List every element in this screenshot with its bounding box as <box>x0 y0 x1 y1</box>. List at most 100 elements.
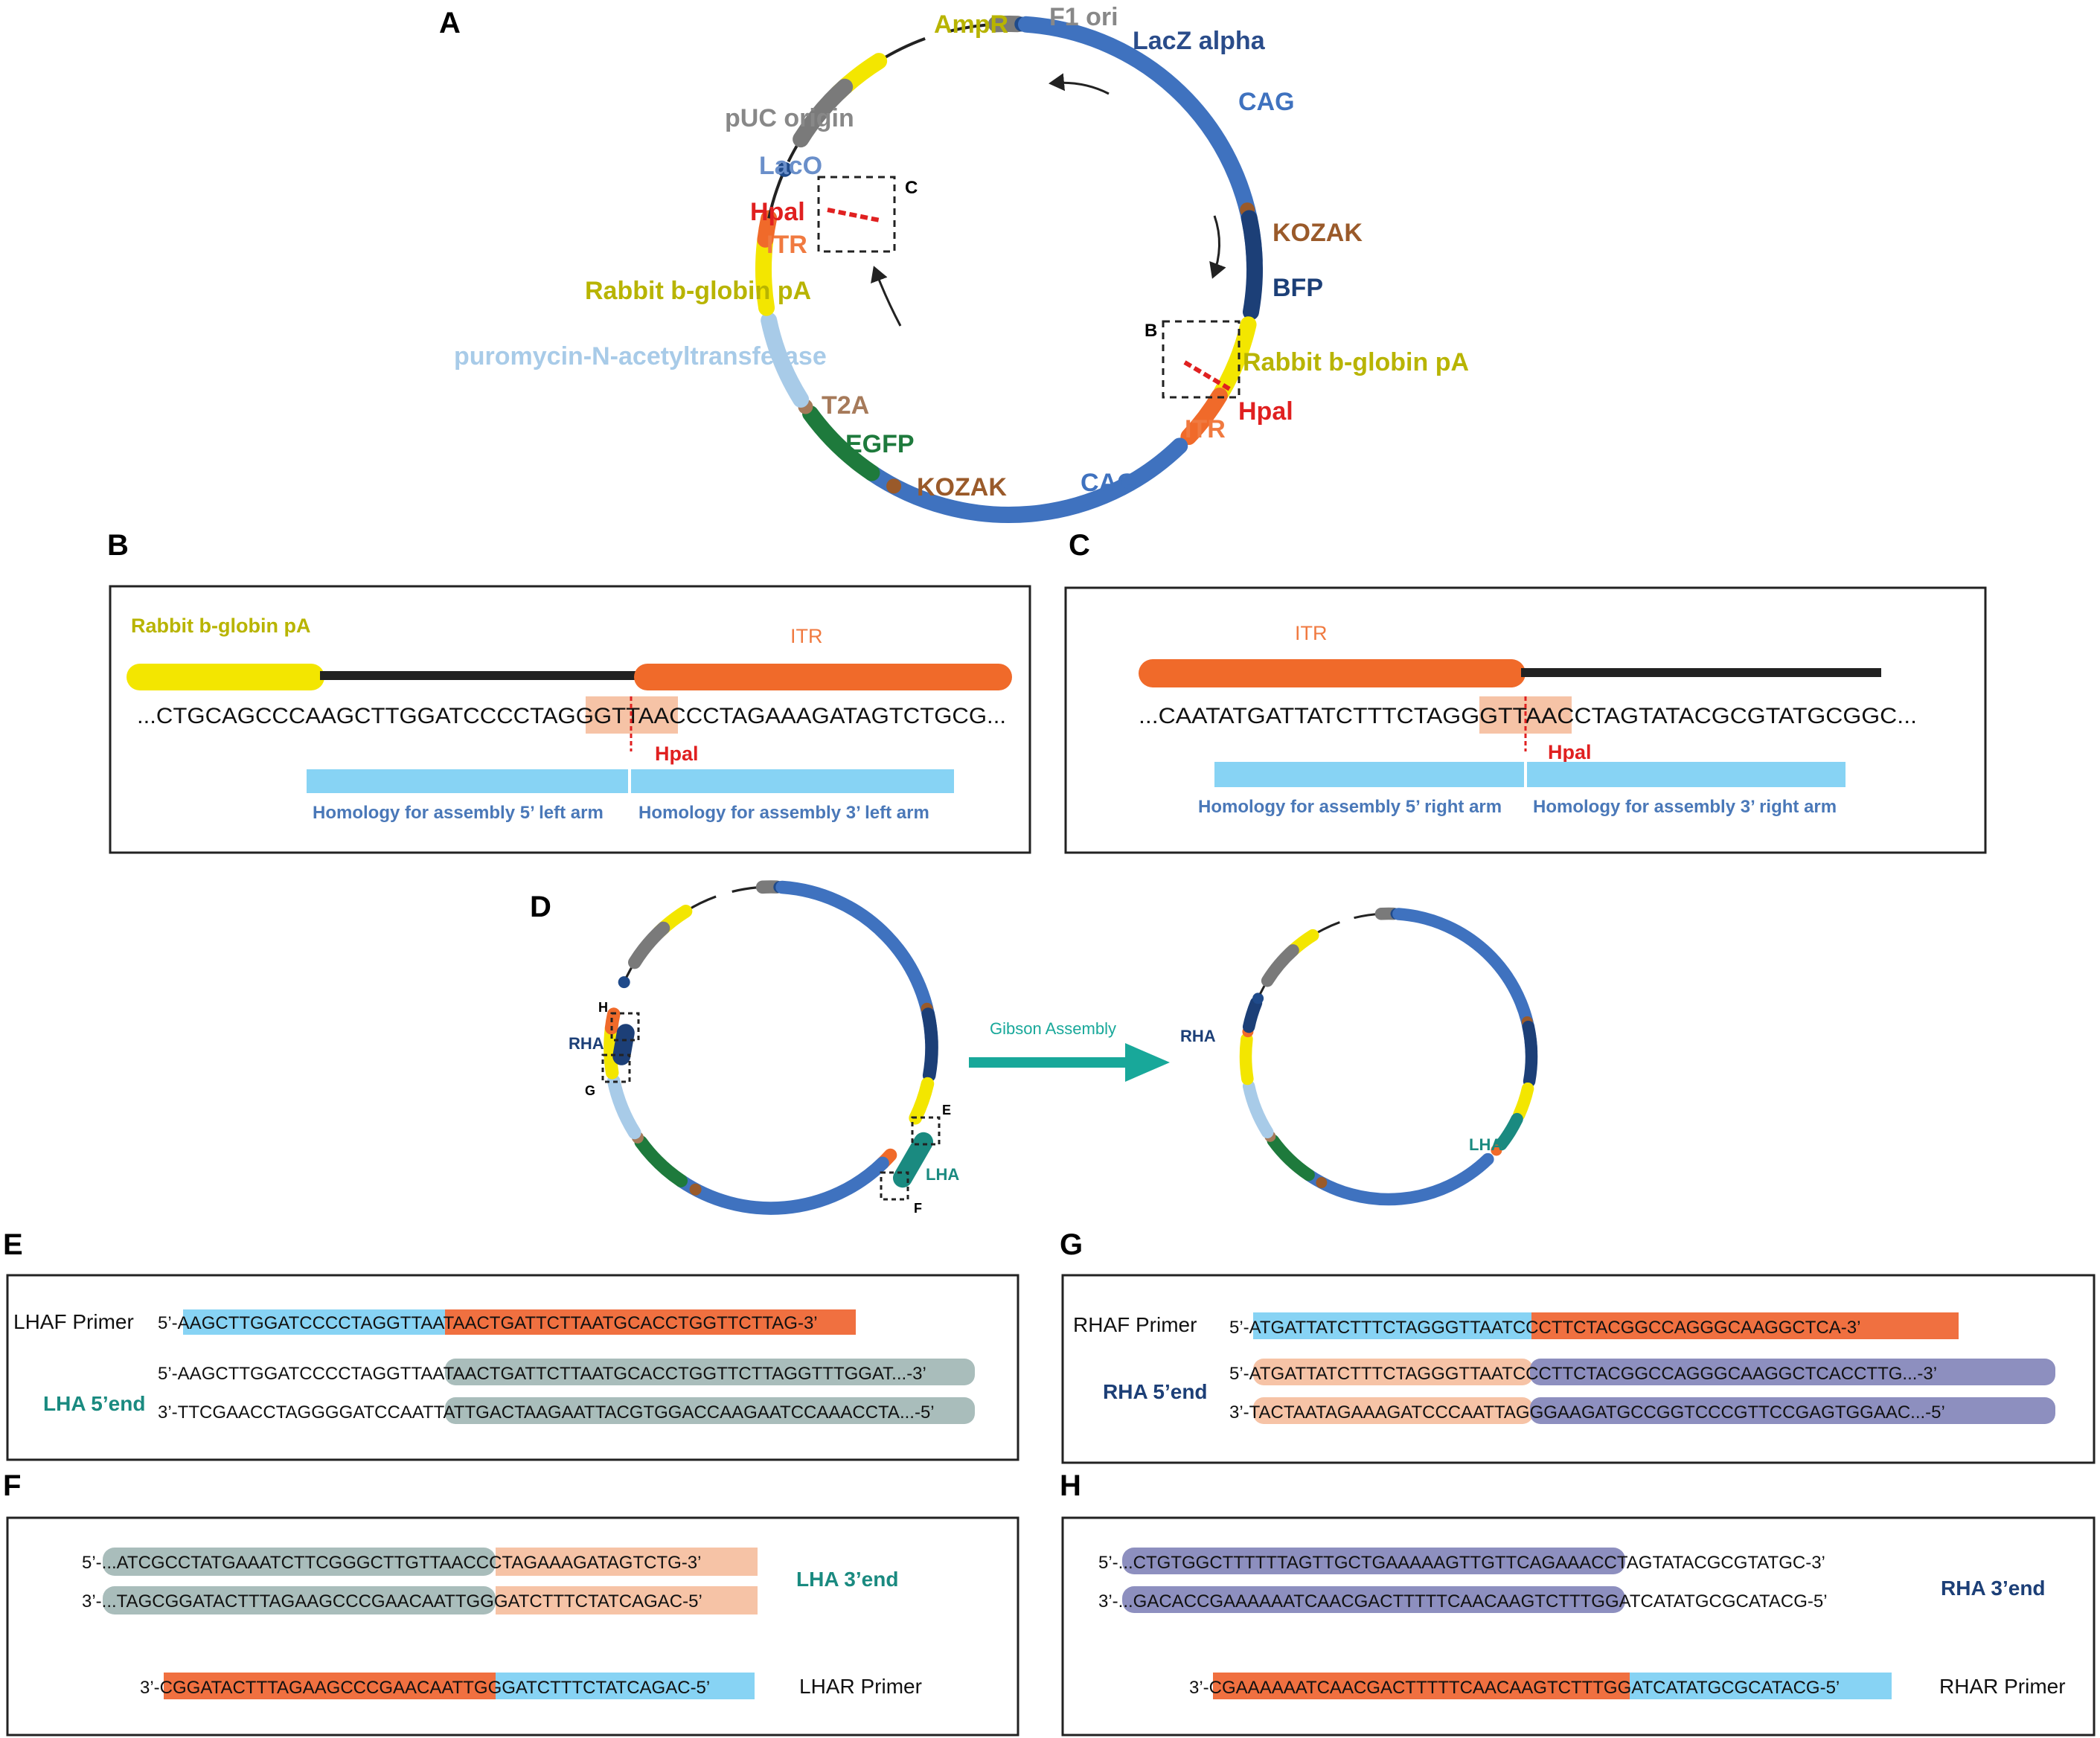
lhaf-primer-orange <box>445 1309 856 1335</box>
panel-b-homology-5 <box>307 769 628 793</box>
panel-h: H 5’-...CTGTGGCTTTTTTAGTTGCTGAAAAAGTTGTT… <box>1060 1469 2096 1737</box>
panel-b-seq-right: CCTAGAAAGATAGTCTGCG... <box>686 704 1006 728</box>
zoom-box-e-label: E <box>942 1103 951 1117</box>
lhaf-primer-sequence: 5’-AAGCTTGGATCCCCTAGGTTAATAACTGATTCTTAAT… <box>158 1313 818 1333</box>
rha-5end-bottom-strand: 3’-TACTAATAGAAAGATCCCAATTAGGGAAGATGCCGGT… <box>1229 1402 1945 1423</box>
cag-promoter-bottom <box>674 1156 889 1215</box>
rhaf-primer-orange <box>1531 1312 1959 1339</box>
lha-3end-bottom-strand: 3’-...TAGCGGATACTTTAGAAGCCCGAACAATTGGGAT… <box>82 1591 702 1612</box>
hpai-cut-right <box>1183 360 1234 393</box>
zoom-box-b <box>1162 320 1241 399</box>
panel-f-frame <box>6 1516 1019 1737</box>
kozak-marker-bottom <box>689 1183 702 1196</box>
zoom-box-g <box>601 1054 631 1083</box>
panel-b-itr-bar <box>634 664 1012 690</box>
puromycin-gene <box>761 312 810 408</box>
plasmid-before-assembly <box>604 880 938 1215</box>
label-itr-left: ITR <box>766 231 807 259</box>
egfp-gene <box>1267 1134 1315 1181</box>
lha-3end-bottom-salmon <box>496 1586 758 1614</box>
panel-b-seq-site: GTTAAC <box>594 704 686 728</box>
panel-h-letter: H <box>1060 1469 1081 1502</box>
panel-c-homology-3 <box>1527 762 1845 787</box>
panel-f-letter: F <box>3 1469 21 1502</box>
panel-c-seq-site: GTTAAC <box>1479 704 1574 728</box>
label-hpai-right: Hpal <box>1238 397 1293 426</box>
panel-b-homology-3-label: Homology for assembly 3’ left arm <box>638 803 929 823</box>
cag-promoter-top <box>1392 908 1538 1058</box>
lha-3end-top-grey <box>103 1548 496 1576</box>
itr-left <box>757 210 778 248</box>
zoom-box-c <box>817 176 896 253</box>
panel-f: F 5’-...ATCGCCTATGAAATCTTCGGGCTTGTTAACCC… <box>3 1469 1019 1737</box>
label-rabbit-bglobin-right: Rabbit b-globin pA <box>1243 348 1469 376</box>
label-kozak-bottom: KOZAK <box>917 473 1007 501</box>
rhaf-primer-blue <box>1253 1312 1531 1339</box>
rha-3end-bottom-purple <box>1122 1586 1625 1613</box>
bfp-gene <box>1241 210 1263 321</box>
zoom-box-c-label: C <box>905 178 918 198</box>
hpai-cut-left <box>827 208 880 222</box>
lha-fragment <box>893 1132 933 1188</box>
panel-e-frame <box>6 1274 1019 1461</box>
rha-5end-top-salmon <box>1253 1359 1533 1385</box>
lhar-primer-sequence: 3’-CGGATACTTTAGAAGCCCGAACAATTGGGATCTTTCT… <box>140 1678 710 1698</box>
rha-after-label: RHA <box>1180 1027 1216 1045</box>
rha-label: RHA <box>569 1034 604 1053</box>
lhar-primer-orange <box>164 1673 496 1699</box>
rha-3end-bottom-strand: 3’-...GACACCGAAAAAATCAACGACTTTTTCAACAAGT… <box>1098 1591 1828 1612</box>
rha-3end-top-strand: 5’-...CTGTGGCTTTTTTAGTTGCTGAAAAAGTTGTTCA… <box>1098 1553 1825 1573</box>
rha-3end-top-purple <box>1122 1548 1625 1574</box>
laco-marker <box>777 161 793 177</box>
panel-e-letter: E <box>3 1228 23 1261</box>
rabbit-bglobin-right <box>909 1077 935 1125</box>
rha-3end-label: RHA 3’end <box>1941 1577 2046 1600</box>
rha-5end-bottom-purple <box>1530 1397 2055 1424</box>
panel-c-homology-5 <box>1214 762 1524 787</box>
bfp-gene <box>921 1007 938 1083</box>
plasmid-after-assembly <box>1239 907 1538 1206</box>
panel-b-rbg-label: Rabbit b-globin pA <box>131 615 310 637</box>
direction-arrow-left <box>871 266 902 327</box>
label-hpai-left: Hpal <box>750 198 805 226</box>
lhar-primer-blue <box>496 1673 755 1699</box>
gibson-assembly-label: Gibson Assembly <box>990 1019 1116 1038</box>
laco-marker <box>1252 993 1264 1004</box>
label-laco: LacO <box>759 152 822 180</box>
lha-3end-top-salmon <box>496 1548 758 1576</box>
bfp-gene <box>1522 1020 1538 1088</box>
panel-e: E LHAF Primer 5’-AAGCTTGGATCCCCTAGGTTAAT… <box>3 1228 1019 1461</box>
rhar-primer-sequence: 3’-CGAAAAAATCAACGACTTTTTCAACAAGTCTTTGGAT… <box>1189 1678 1840 1698</box>
rhaf-primer-sequence: 5’-ATGATTATCTTTCTAGGGTTAATCCCTTCTACGGCCA… <box>1229 1318 1860 1338</box>
zoom-box-h-label: H <box>598 1000 608 1015</box>
kozak-marker-bottom <box>886 478 902 494</box>
label-f1-ori: F1 ori <box>1049 3 1118 31</box>
lha-inserted <box>1495 1112 1523 1151</box>
label-itr-right: ITR <box>1185 415 1226 443</box>
label-t2a: T2A <box>822 391 869 420</box>
panel-g-frame <box>1061 1274 2096 1464</box>
lha-after-label: LHA <box>1469 1135 1502 1154</box>
lha-3end-top-strand: 5’-...ATCGCCTATGAAATCTTCGGGCTTGTTAACCCTA… <box>82 1553 701 1573</box>
puc-origin <box>793 78 854 148</box>
lha-5end-label: LHA 5’end <box>43 1392 145 1415</box>
zoom-box-b-label: B <box>1145 321 1157 341</box>
direction-arrow-top <box>1049 73 1110 95</box>
panel-c-homology-5-label: Homology for assembly 5’ right arm <box>1198 797 1502 817</box>
direction-arrow-right <box>1209 215 1226 279</box>
label-rabbit-bglobin-left: Rabbit b-globin pA <box>585 277 811 305</box>
rhar-primer-blue <box>1630 1673 1892 1699</box>
panel-d-letter: D <box>530 891 551 923</box>
rha-5end-label: RHA 5’end <box>1103 1380 1208 1403</box>
panel-h-frame <box>1061 1516 2096 1737</box>
panel-g-letter: G <box>1060 1228 1083 1261</box>
lha-5end-bottom-strand: 3’-TTCGAACCTAGGGGATCCAATTATTGACTAAGAATTA… <box>158 1402 935 1423</box>
panel-c-itr-label: ITR <box>1295 622 1328 644</box>
panel-a-letter: A <box>439 7 461 39</box>
plasmid-map <box>755 16 1263 523</box>
label-egfp: EGFP <box>845 430 915 458</box>
egfp-gene <box>802 405 880 481</box>
label-kozak-right: KOZAK <box>1273 219 1363 247</box>
